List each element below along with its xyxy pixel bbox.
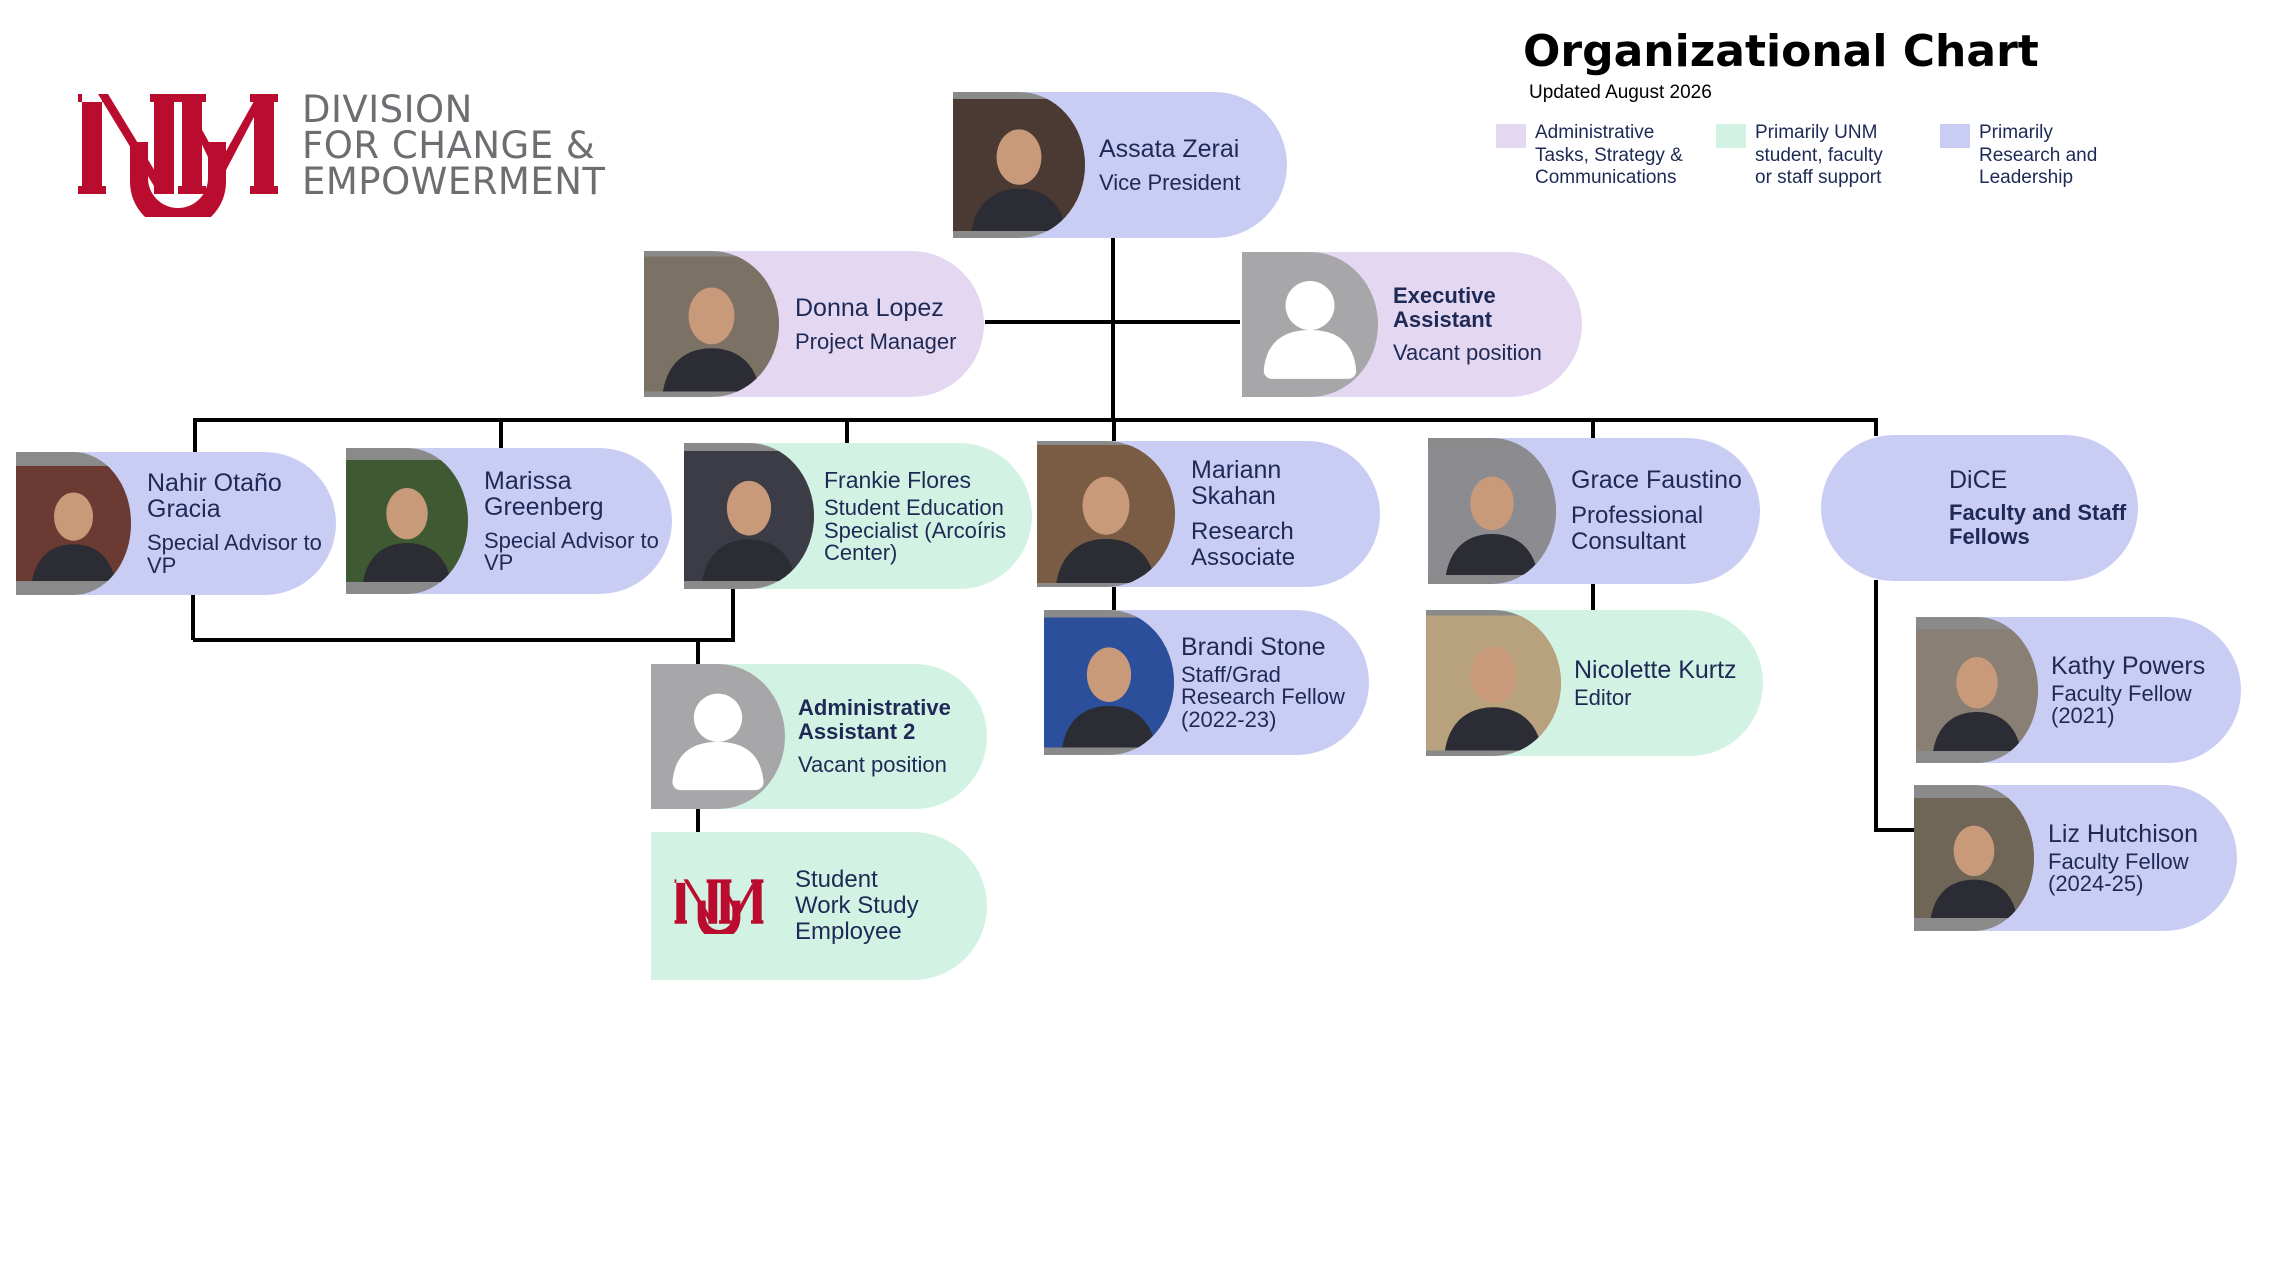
legend-label: Primarily UNM student, faculty or staff …	[1755, 122, 1883, 188]
card-professional-consultant[interactable]: Grace Faustino Professional Consultant	[1428, 438, 1760, 584]
legend-swatch-mint	[1716, 124, 1746, 148]
card-faculty-fellow-powers[interactable]: Kathy Powers Faculty Fellow (2021)	[1916, 617, 2241, 763]
person-name: Nahir Otaño Gracia	[147, 469, 282, 523]
person-role: Research Associate	[1191, 518, 1296, 571]
legend-label: Primarily Research and Leadership	[1979, 122, 2098, 188]
card-editor-kurtz[interactable]: Nicolette Kurtz Editor	[1426, 610, 1763, 756]
group-description: Faculty and Staff Fellows	[1949, 500, 2127, 549]
photo-nahir-gracia	[16, 452, 131, 595]
photo-brandi-stone	[1044, 610, 1174, 755]
photo-donna-lopez	[644, 251, 779, 397]
card-administrative-assistant-2[interactable]: Administrative Assistant 2 Vacant positi…	[651, 664, 987, 809]
division-line-1: DIVISION	[302, 88, 473, 131]
photo-grace-faustino	[1428, 438, 1556, 584]
person-name: Brandi Stone	[1181, 632, 1326, 661]
photo-assata-zerai	[953, 92, 1085, 238]
person-name: Donna Lopez	[795, 293, 944, 322]
person-name: Liz Hutchison	[2048, 819, 2199, 848]
vacant-avatar-icon	[651, 664, 785, 809]
person-name: Marissa Greenberg	[484, 466, 604, 521]
photo-nicolette-kurtz	[1426, 610, 1561, 756]
photo-marissa-greenberg	[346, 448, 468, 594]
photo-frankie-flores	[684, 443, 814, 589]
person-name: Frankie Flores	[824, 467, 971, 494]
card-vice-president[interactable]: Assata Zerai Vice President	[953, 92, 1287, 238]
group-name: DiCE	[1949, 466, 2008, 494]
card-research-fellow-stone[interactable]: Brandi Stone Staff/Grad Research Fellow …	[1044, 610, 1369, 755]
position-status: Vacant position	[798, 752, 947, 778]
card-special-advisor-greenberg[interactable]: Marissa Greenberg Special Advisor to VP	[346, 448, 672, 594]
unm-logo	[78, 94, 278, 217]
person-role: Special Advisor to VP	[147, 530, 322, 578]
legend-label: Administrative Tasks, Strategy & Communi…	[1535, 122, 1683, 188]
position-title: Student Work Study Employee	[795, 866, 919, 945]
person-role: Faculty Fellow (2021)	[2051, 680, 2192, 728]
person-role: Student Education Specialist (Arcoíris C…	[824, 495, 1007, 566]
person-name: Assata Zerai	[1099, 134, 1240, 163]
position-title: Administrative Assistant 2	[798, 695, 951, 745]
person-role: Editor	[1574, 684, 1632, 710]
person-role: Professional Consultant	[1571, 502, 1704, 555]
card-research-associate[interactable]: Mariann Skahan Research Associate	[1037, 441, 1380, 587]
card-dice-fellows[interactable]: DiCE Faculty and Staff Fellows	[1821, 435, 2138, 581]
position-title: Executive Assistant	[1393, 283, 1496, 333]
person-role: Staff/Grad Research Fellow (2022-23)	[1181, 661, 1345, 732]
card-executive-assistant[interactable]: Executive Assistant Vacant position	[1242, 252, 1582, 397]
person-name: Kathy Powers	[2051, 651, 2206, 680]
person-role: Project Manager	[795, 328, 957, 354]
photo-mariann-skahan	[1037, 441, 1175, 587]
card-faculty-fellow-hutchison[interactable]: Liz Hutchison Faculty Fellow (2024-25)	[1914, 785, 2237, 931]
legend-swatch-purple	[1496, 124, 1526, 148]
unm-logo-small	[674, 879, 764, 934]
chart-title: Organizational Chart	[1523, 26, 2039, 77]
person-name: Nicolette Kurtz	[1574, 655, 1737, 684]
position-status: Vacant position	[1393, 340, 1542, 366]
photo-kathy-powers	[1916, 617, 2038, 763]
card-special-advisor-gracia[interactable]: Nahir Otaño Gracia Special Advisor to VP	[16, 452, 336, 595]
legend-swatch-lavender	[1940, 124, 1970, 148]
card-student-education-specialist[interactable]: Frankie Flores Student Education Special…	[684, 443, 1032, 589]
person-role: Vice President	[1099, 169, 1241, 195]
card-student-work-study[interactable]: Student Work Study Employee	[651, 832, 987, 980]
division-line-3: EMPOWERMENT	[302, 160, 606, 203]
person-name: Mariann Skahan	[1191, 456, 1282, 510]
card-project-manager[interactable]: Donna Lopez Project Manager	[644, 251, 984, 397]
person-role: Faculty Fellow (2024-25)	[2048, 848, 2189, 896]
division-line-2: FOR CHANGE &	[302, 124, 596, 167]
division-name: DIVISION FOR CHANGE & EMPOWERMENT	[302, 88, 606, 203]
photo-liz-hutchison	[1914, 785, 2034, 931]
person-role: Special Advisor to VP	[484, 527, 659, 575]
vacant-avatar-icon	[1242, 252, 1378, 397]
updated-date: Updated August 2026	[1529, 82, 1712, 103]
person-name: Grace Faustino	[1571, 466, 1742, 494]
